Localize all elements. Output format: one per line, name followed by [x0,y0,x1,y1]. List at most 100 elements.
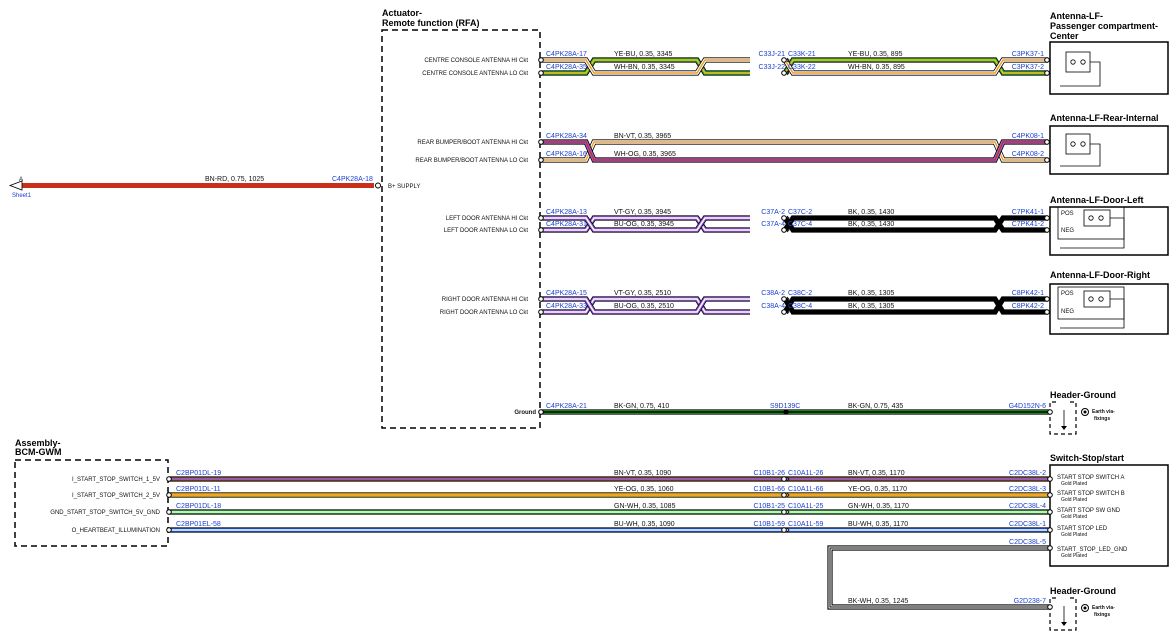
switch-connector-3[interactable]: C2DC38L-1 [1009,521,1046,528]
connector-splice-b-7[interactable]: C38C-4 [788,303,812,310]
antenna-door-left-pos: POS [1061,211,1074,217]
connector-splice-a-4[interactable]: C37A-2 [761,209,785,216]
connector-splice-b-0[interactable]: C33K-21 [788,51,816,58]
connector-rfa-4[interactable]: C4PK28A-13 [546,209,587,216]
pin-inline-4 [781,215,787,221]
rfa-module: Actuator- Remote function (RFA) [381,8,541,429]
connector-splice-b-6[interactable]: C38C-2 [788,290,812,297]
bcm-wire-label-b-3: BU-WH, 0.35, 1170 [848,521,908,528]
pin-antenna-6 [1044,296,1050,302]
pin-inline-6-arrow [786,296,790,302]
bcm-connector-0[interactable]: C2BP01DL-19 [176,470,221,477]
bcm-pin-0 [166,476,172,482]
pin-antenna-2 [1044,139,1050,145]
bcm-inline-b-1[interactable]: C10A1L-66 [788,486,824,493]
pin-inline-5-arrow [786,227,790,233]
supply-circuit: A Sheet1 BN-RD, 0.75, 1025 C4PK28A-18 B+… [8,176,420,199]
connector-splice-a-5[interactable]: C37A-4 [761,221,785,228]
bcm-inline-a-0[interactable]: C10B1-26 [753,470,785,477]
connector-rfa-6[interactable]: C4PK28A-15 [546,290,587,297]
connector-antenna-5[interactable]: C7PK41-2 [1012,221,1044,228]
connector-splice-a-7[interactable]: C38A-4 [761,303,785,310]
connector-antenna-0[interactable]: C3PK37-1 [1012,51,1044,58]
sheet-arrow-letter: A [19,177,23,183]
bcm-inline-pin-1 [781,492,787,498]
bcm-inline-b-3[interactable]: C10A1L-59 [788,521,824,528]
connector-splice-b-1[interactable]: C33K-22 [788,64,816,71]
pin-inline-1 [781,70,787,76]
connector-antenna-6[interactable]: C8PK42-1 [1012,290,1044,297]
header-ground-2-title: Header-Ground [1050,586,1116,596]
switch-connector-0[interactable]: C2DC38L-2 [1009,470,1046,477]
header-ground-2-earth-2: fixings [1094,612,1110,618]
connector-splice-a-6[interactable]: C38A-2 [761,290,785,297]
bcm-wire-label-a-3: BU-WH, 0.35, 1090 [614,521,675,528]
connector-splice-b-4[interactable]: C37C-2 [788,209,812,216]
ground-connector-header[interactable]: G4D152N-6 [1009,403,1046,410]
switch-pin-1 [1047,492,1053,498]
pin-antenna-7 [1044,309,1050,315]
antenna-door-left: Antenna-LF-Door-Left POS NEG [1049,195,1169,256]
connector-splice-a-1[interactable]: C33J-22 [759,64,786,71]
connector-antenna-7[interactable]: C8PK42-2 [1012,303,1044,310]
switch-connector-2[interactable]: C2DC38L-4 [1009,503,1046,510]
bcm-inline-a-1[interactable]: C10B1-66 [753,486,785,493]
earth-icon [1081,408,1089,416]
switch-ground-connector[interactable]: C2DC38L-5 [1009,539,1046,546]
switch-ground-header-connector[interactable]: G2D238-7 [1014,598,1046,605]
switch-pin-name-2: START STOP SW GND [1057,508,1121,514]
supply-connector[interactable]: C4PK28A-18 [332,176,373,183]
pin-rfa-4 [538,215,544,221]
connector-rfa-7[interactable]: C4PK28A-33 [546,303,587,310]
pin-rfa-5 [538,227,544,233]
bcm-connector-3[interactable]: C2BP01EL-58 [176,521,221,528]
connector-antenna-3[interactable]: C4PK08-2 [1012,151,1044,158]
switch-ground-pin [1047,545,1053,551]
pin-antenna-4 [1044,215,1050,221]
bcm-inline-b-2[interactable]: C10A1L-25 [788,503,824,510]
pin-inline-0-arrow [786,57,790,63]
pin-inline-6 [781,296,787,302]
antenna-rear-box [1049,125,1169,175]
ground-wire-label-b: BK-GN, 0.75, 435 [848,403,903,410]
bcm-title-line1: Assembly- [15,438,61,448]
bcm-signal-2: GND_START_STOP_SWITCH_5V_GND [50,510,160,516]
antenna-rear: Antenna-LF-Rear-Internal [1049,113,1169,175]
connector-rfa-5[interactable]: C4PK28A-31 [546,221,587,228]
bcm-inline-b-0[interactable]: C10A1L-26 [788,470,824,477]
bcm-inline-a-3[interactable]: C10B1-59 [753,521,785,528]
connector-rfa-1[interactable]: C4PK28A-35 [546,64,587,71]
connector-rfa-3[interactable]: C4PK28A-16 [546,151,587,158]
antenna-rear-title: Antenna-LF-Rear-Internal [1050,113,1159,123]
bcm-inline-pin-3 [781,527,787,533]
bcm-pin-3 [166,527,172,533]
ground-splice[interactable]: S9D139C [770,403,800,410]
pin-rfa-6 [538,296,544,302]
connector-rfa-0[interactable]: C4PK28A-17 [546,51,587,58]
connector-splice-a-0[interactable]: C33J-21 [759,51,786,58]
pin-inline-1-arrow [786,70,790,76]
connector-antenna-2[interactable]: C4PK08-1 [1012,133,1044,140]
bcm-inline-pin-2-arrow [786,509,790,515]
sheet-ref-link[interactable]: Sheet1 [12,193,32,199]
bcm-inline-a-2[interactable]: C10B1-25 [753,503,785,510]
connector-splice-b-5[interactable]: C37C-4 [788,221,812,228]
supply-wire-label: BN-RD, 0.75, 1025 [205,176,264,183]
bcm-connector-2[interactable]: C2BP01DL-18 [176,503,221,510]
sheet-arrow-icon[interactable] [8,180,23,191]
switch-stop-start: Switch-Stop/start [1049,453,1169,567]
wire-3-seg0-stripe [541,141,1048,161]
connector-antenna-1[interactable]: C3PK37-2 [1012,64,1044,71]
pin-rfa-3 [538,157,544,163]
pin-antenna-5 [1044,227,1050,233]
wire-label-b-4: BK, 0.35, 1430 [848,209,894,216]
antenna-door-right-title: Antenna-LF-Door-Right [1050,270,1150,280]
ground-signal: Ground [514,410,536,416]
switch-connector-1[interactable]: C2DC38L-3 [1009,486,1046,493]
bcm-connector-1[interactable]: C2BP01DL-11 [176,486,221,493]
signal-label-2: REAR BUMPER/BOOT ANTENNA HI Ckt [417,140,528,146]
connector-antenna-4[interactable]: C7PK41-1 [1012,209,1044,216]
ground-connector-rfa[interactable]: C4PK28A-21 [546,403,587,410]
connector-rfa-2[interactable]: C4PK28A-34 [546,133,587,140]
bcm-title-line2: BCM-GWM [15,447,62,457]
